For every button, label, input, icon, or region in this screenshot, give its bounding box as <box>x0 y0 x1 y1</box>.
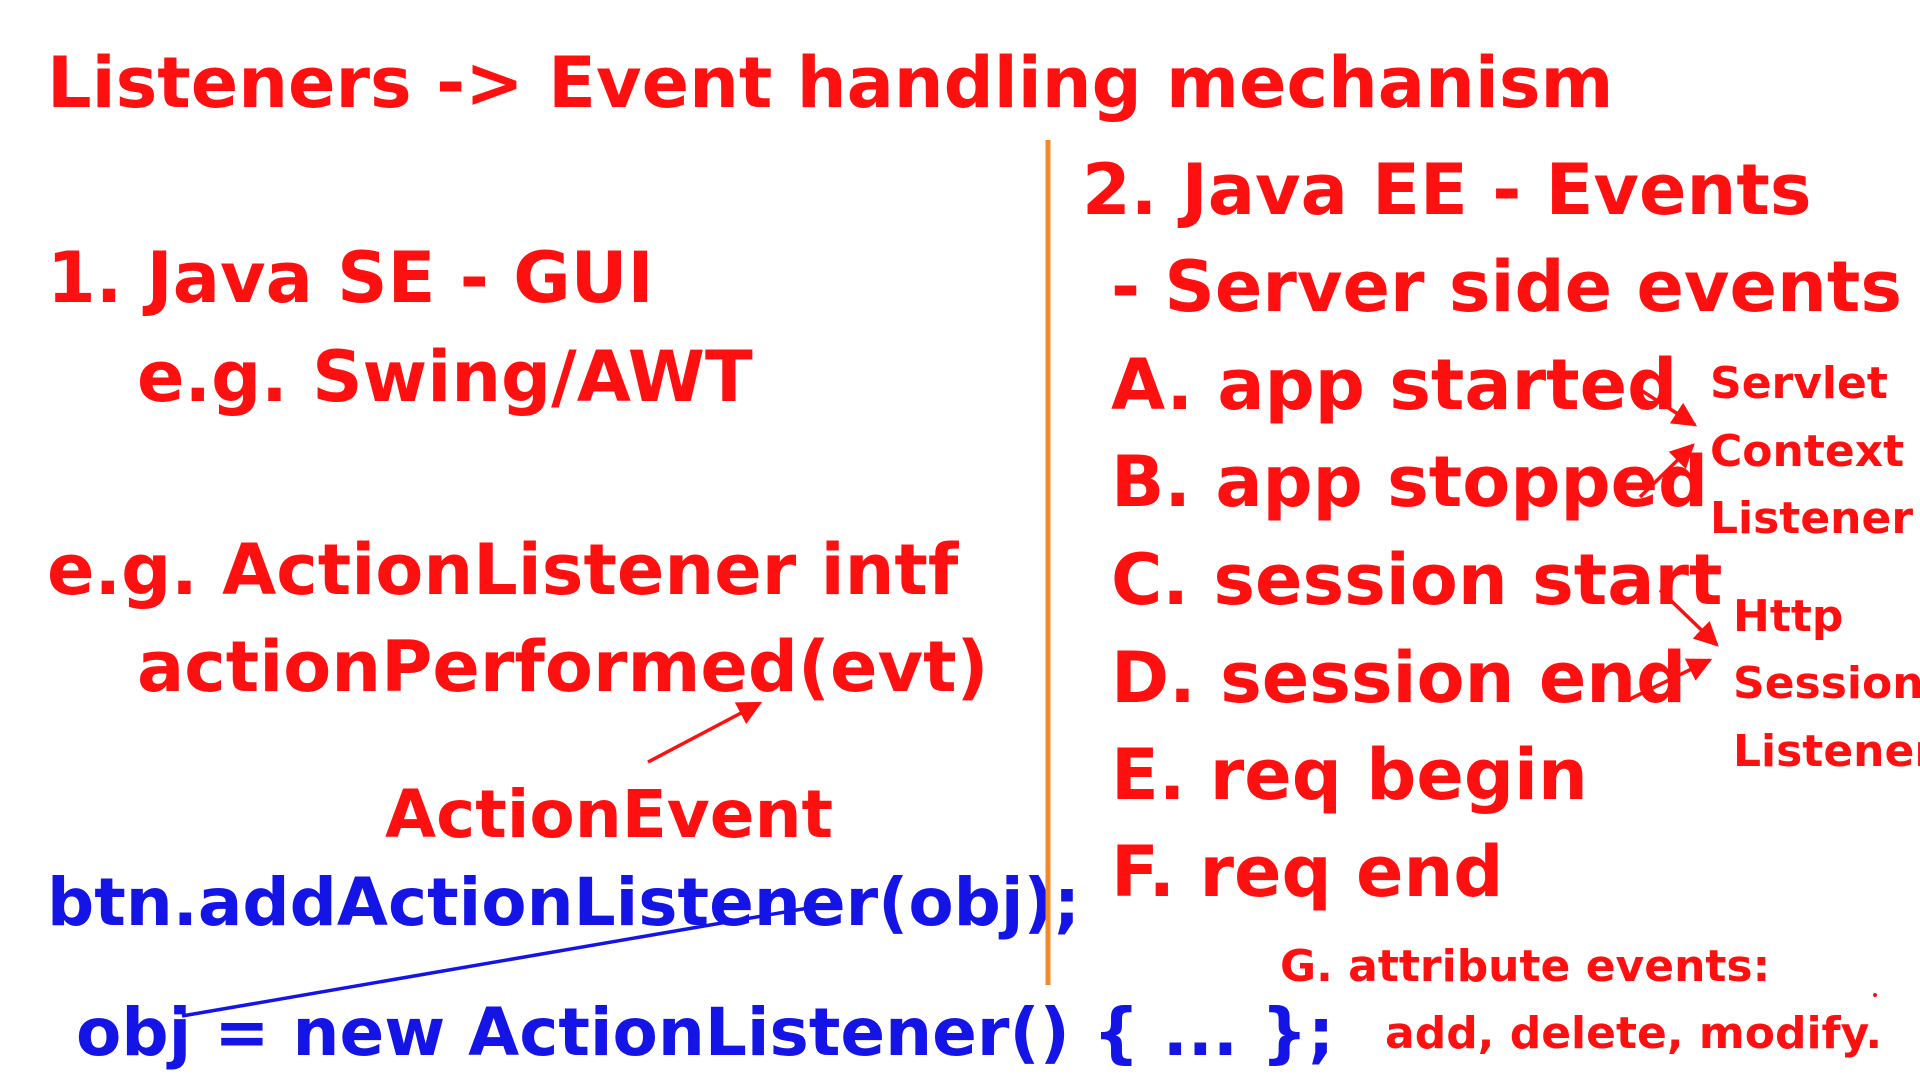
attribute-events-label: G. attribute events: <box>1280 941 1771 992</box>
action-event-label: ActionEvent <box>385 776 834 853</box>
servlet-context-listener-line: Listener <box>1710 493 1914 544</box>
attribute-events-actions: add, delete, modify. <box>1385 1008 1883 1059</box>
actionlistener-example: e.g. ActionListener intf <box>47 529 959 611</box>
http-session-listener-line: Listener <box>1733 726 1920 777</box>
servlet-context-listener-line: Servlet <box>1710 358 1888 409</box>
action-event-arrow <box>647 701 763 764</box>
java-se-heading: 1. Java SE - GUI <box>47 237 654 319</box>
event-item-req-begin: E. req begin <box>1111 734 1588 816</box>
event-item-req-end: F. req end <box>1111 831 1504 913</box>
stray-dot <box>1873 993 1877 997</box>
new-action-listener-code: obj = new ActionListener() { ... }; <box>76 994 1335 1071</box>
page-title: Listeners -> Event handling mechanism <box>47 42 1614 124</box>
http-session-listener-line: Session <box>1733 658 1920 709</box>
event-item-session-start: C. session start <box>1111 539 1723 621</box>
servlet-context-listener-line: Context <box>1710 426 1905 477</box>
event-item-session-end: D. session end <box>1111 637 1687 719</box>
action-performed-method: actionPerformed(evt) <box>137 626 989 708</box>
http-session-listener-line: Http <box>1733 591 1844 642</box>
server-side-events-subheading: - Server side events <box>1111 246 1902 328</box>
java-ee-heading: 2. Java EE - Events <box>1082 149 1812 231</box>
event-item-app-stopped: B. app stopped <box>1111 441 1709 523</box>
add-action-listener-code: btn.addActionListener(obj); <box>47 864 1081 941</box>
event-item-app-started: A. app started <box>1111 344 1678 426</box>
swing-awt-example: e.g. Swing/AWT <box>137 336 753 418</box>
